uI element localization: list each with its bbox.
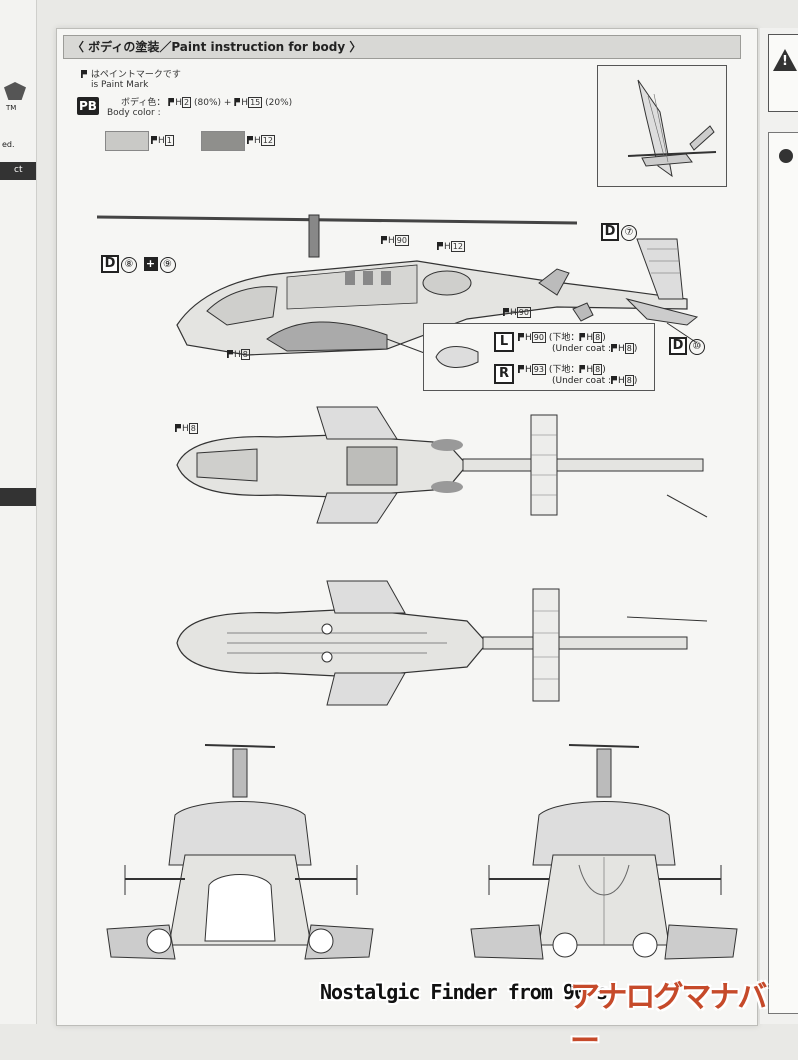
warning-box: !: [768, 34, 798, 112]
bottom-view-drawing: [176, 580, 708, 706]
watermark-japanese: アナログマナバー: [570, 980, 767, 1059]
section-header: 〈 ボディの塗装／Paint instruction for body 〉: [63, 35, 741, 59]
watermark-english: Nostalgic Finder from 90's: [320, 980, 608, 1004]
missile-nose-icon: [435, 346, 479, 368]
left-section-tab: ct: [0, 162, 36, 180]
left-side-letter: L: [494, 332, 514, 352]
tm-mark: TM: [6, 104, 17, 112]
plus-icon: +: [143, 257, 158, 271]
left-section-tab-2: [0, 488, 36, 506]
pb-badge: PB: [77, 97, 99, 115]
site-watermark: Nostalgic Finder from 90's アナログマナバー: [312, 970, 792, 1059]
right-page-strip: !: [760, 28, 798, 1024]
side-view-drawing: [96, 214, 699, 370]
tail-fin-drawing: [627, 79, 717, 178]
right-instruction-box: [768, 132, 798, 1014]
step-marker-icon: [779, 149, 793, 163]
paint-mark-legend: はペイントマークです is Paint Mark: [81, 67, 181, 90]
paint-mark-icon: [81, 70, 87, 78]
instruction-sheet: 〈 ボディの塗装／Paint instruction for body 〉 はペ…: [56, 28, 758, 1026]
left-page-strip: TM ed. ct: [0, 0, 37, 1024]
color-swatch-h1: [105, 131, 149, 151]
color-swatch-h12: [201, 131, 245, 151]
tail-detail-inset: [597, 65, 727, 187]
top-view-drawing: [176, 406, 708, 524]
logo-icon: [4, 82, 26, 100]
rear-view-drawing: [470, 744, 738, 960]
right-side-letter: R: [494, 364, 514, 384]
left-fragment: ed.: [2, 140, 15, 149]
warning-icon: !: [773, 49, 797, 71]
front-view-drawing: [106, 744, 374, 960]
